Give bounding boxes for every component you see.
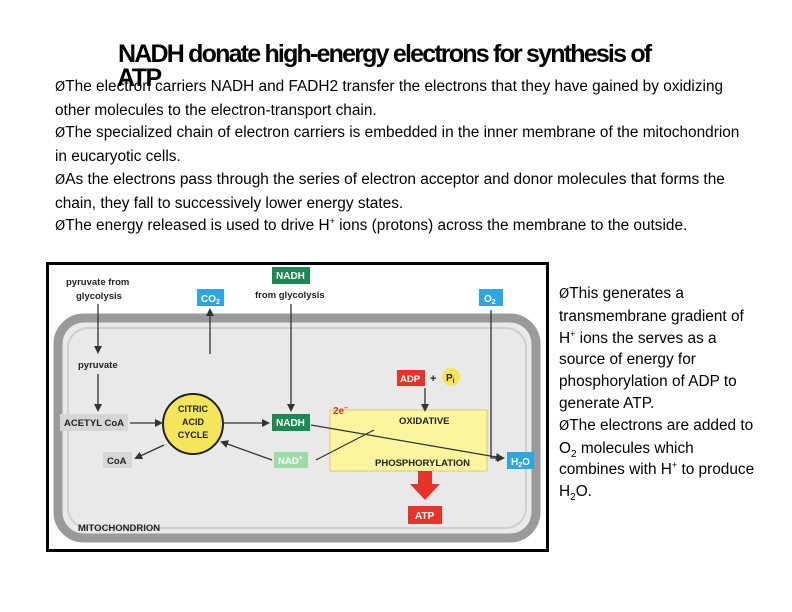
atp-production-arrow — [410, 471, 440, 500]
acetyl-coa-box — [60, 414, 128, 431]
atp-label: ATP — [415, 511, 435, 522]
coa-box — [103, 452, 132, 468]
bullet-item: ØThe energy released is used to drive H+… — [55, 216, 688, 235]
arrow-bullet-icon: Ø — [559, 418, 570, 434]
nadh-mid-box — [272, 414, 310, 431]
oxidative-label: OXIDATIVE — [399, 416, 450, 427]
nad-box — [274, 452, 308, 468]
main-bullet-list: ØThe electron carriers NADH and FADH2 tr… — [55, 76, 755, 239]
arrow-bullet-icon: Ø — [55, 126, 66, 142]
pyruvate-label: pyruvate — [78, 360, 118, 371]
bullet-item: ØThe electron carriers NADH and FADH2 tr… — [55, 78, 724, 119]
acid-label: ACID — [182, 417, 204, 427]
plus-sign: + — [430, 373, 436, 385]
cycle-label: CYCLE — [178, 430, 209, 440]
citric-label: CITRIC — [178, 404, 208, 414]
bullet-item: ØAs the electrons pass through the serie… — [55, 170, 725, 212]
h2o-label: H2O — [511, 457, 530, 469]
nadh-top-label: NADH — [276, 271, 305, 282]
oxidative-phosphorylation-region — [329, 409, 488, 472]
o2-label: O2 — [484, 294, 496, 306]
acetyl-coa-label: ACETYL CoA — [64, 418, 124, 429]
bullet-item: ØThe specialized chain of electron carri… — [55, 124, 740, 166]
arrow-bullet-icon: Ø — [55, 219, 66, 235]
glycolysis-label: glycolysis — [76, 291, 122, 302]
atp-box — [408, 506, 442, 524]
arrow-bullet-icon: Ø — [55, 172, 66, 188]
h2o-box — [507, 452, 534, 469]
arrow-bullet-icon: Ø — [559, 287, 570, 302]
adp-label: ADP — [400, 374, 421, 385]
adp-box — [397, 370, 425, 386]
bullet-item: ØThis generates a transmembrane gradient… — [559, 285, 744, 412]
co2-box — [197, 289, 224, 306]
nad-label: NAD+ — [278, 455, 303, 467]
pathway-arrows — [94, 304, 505, 462]
o2-box — [479, 289, 503, 306]
two-electrons-label: 2e– — [333, 405, 348, 417]
pyruvate-from-label: pyruvate from — [66, 277, 129, 288]
slide-title-continued: ATP — [117, 64, 162, 92]
mitochondrion-diagram: pyruvate from glycolysis CO2 NADH from g… — [46, 262, 549, 552]
nadh-mid-label: NADH — [276, 418, 305, 429]
from-glycolysis-label: from glycolysis — [255, 290, 325, 301]
electron-flow-arrows — [310, 424, 504, 461]
slide-title: NADH donate high-energy electrons for sy… — [118, 40, 652, 68]
citric-acid-cycle — [162, 393, 224, 455]
phosphate-circle — [442, 368, 460, 386]
co2-label: CO2 — [201, 294, 220, 306]
nadh-top-box — [272, 267, 310, 284]
bullet-item: ØThe electrons are added to O2 molecules… — [559, 416, 755, 504]
diagram-svg: pyruvate from glycolysis CO2 NADH from g… — [46, 262, 549, 552]
phosphorylation-label: PHOSPHORYLATION — [375, 458, 470, 469]
mitochondrion-label: MITOCHONDRION — [78, 523, 160, 534]
coa-label: CoA — [107, 456, 127, 467]
arrow-bullet-icon: Ø — [55, 80, 66, 95]
phosphate-label: Pi — [446, 373, 455, 385]
side-bullet-list: ØThis generates a transmembrane gradient… — [559, 283, 759, 503]
